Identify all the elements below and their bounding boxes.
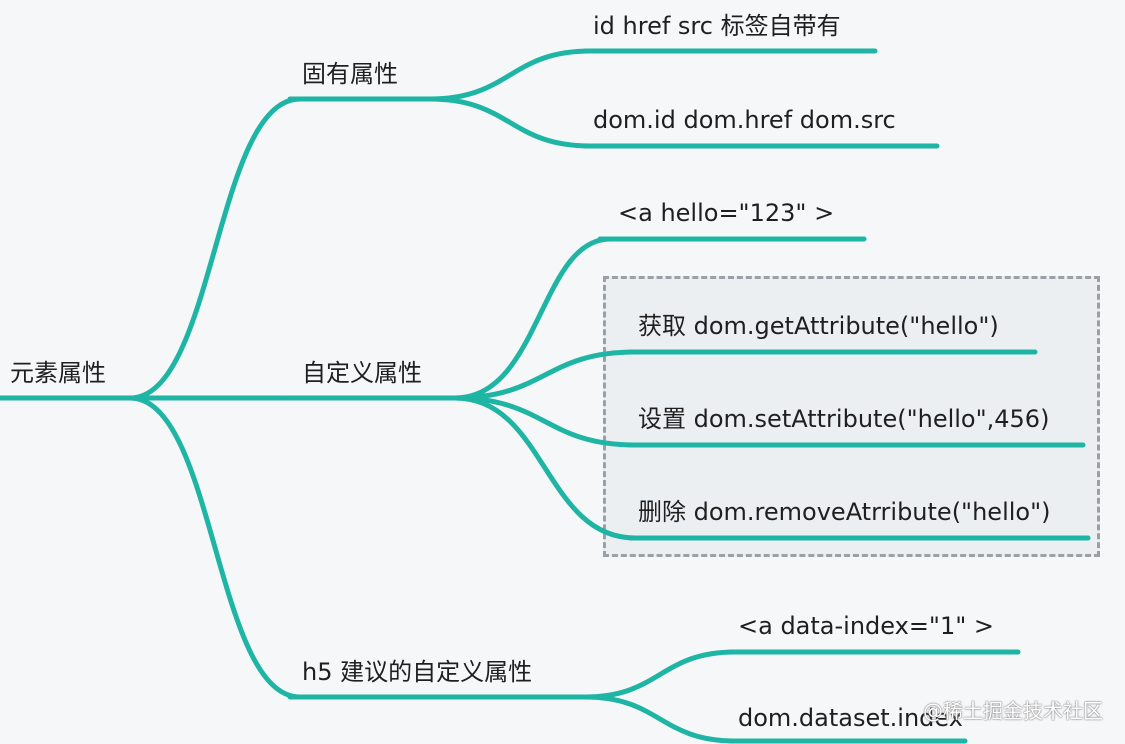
link-root-branch-3 (127, 395, 303, 700)
branch-custom-attributes: 自定义属性 (302, 359, 422, 387)
link-branch-2-leaf-4 (452, 395, 638, 541)
link-root-branch-1 (127, 96, 303, 401)
branch-h5-custom-attributes: h5 建议的自定义属性 (302, 658, 533, 686)
leaf-dom-properties: dom.id dom.href dom.src (593, 106, 896, 134)
leaf-dataset-index: dom.dataset.index (738, 704, 963, 732)
highlight-group-box (603, 276, 1100, 557)
link-branch-3-leaf-1 (582, 649, 738, 700)
link-branch-1-leaf-1 (427, 48, 593, 102)
leaf-custom-tag-example: <a hello="123" > (618, 199, 835, 227)
leaf-get-attribute: 获取 dom.getAttribute("hello") (638, 312, 999, 340)
link-branch-1-leaf-2 (427, 96, 593, 149)
link-branch-2-leaf-2 (452, 349, 638, 401)
link-branch-3-leaf-2 (582, 694, 738, 744)
watermark: @稀土掘金技术社区 (923, 699, 1103, 723)
leaf-set-attribute: 设置 dom.setAttribute("hello",456) (638, 405, 1050, 433)
link-branch-2-leaf-1 (452, 236, 613, 401)
leaf-data-index-tag: <a data-index="1" > (738, 612, 995, 640)
leaf-tag-builtin: id href src 标签自带有 (593, 12, 841, 40)
leaf-remove-attribute: 删除 dom.removeAtrribute("hello") (638, 498, 1051, 526)
root-node: 元素属性 (10, 359, 106, 387)
branch-inherent-attributes: 固有属性 (302, 60, 398, 88)
link-branch-2-leaf-3 (452, 395, 638, 448)
